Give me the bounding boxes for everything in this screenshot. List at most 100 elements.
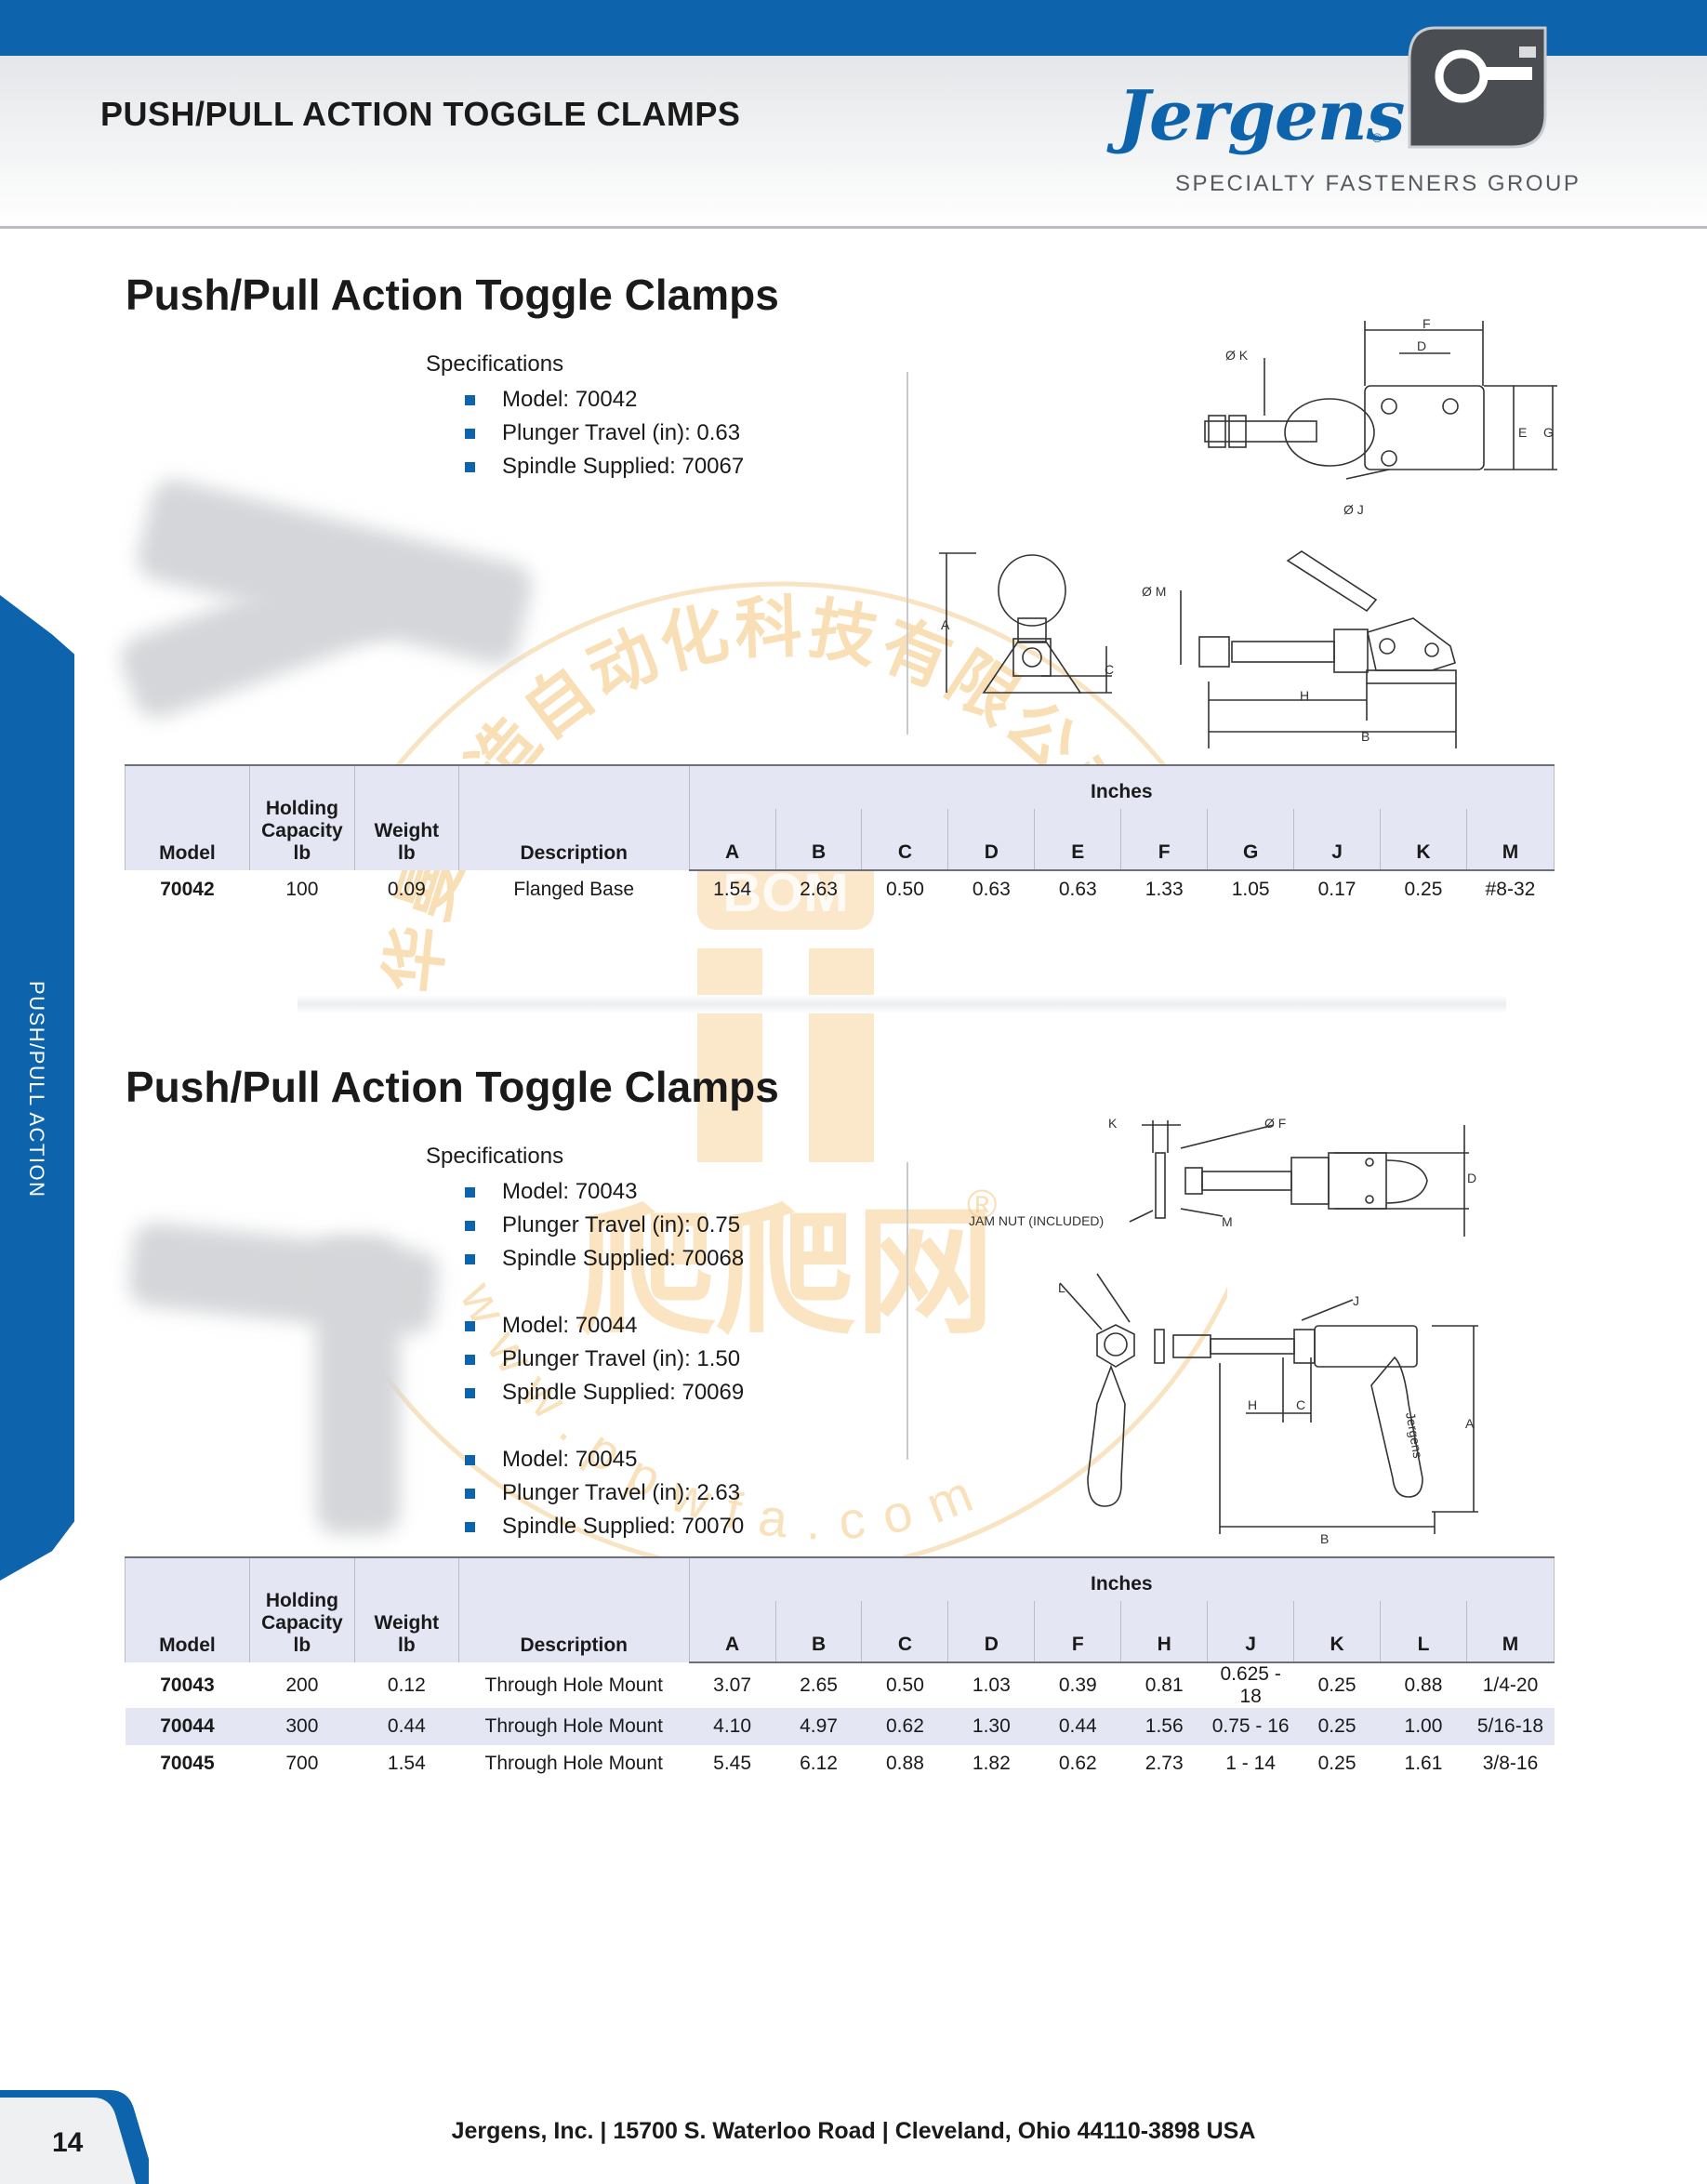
table-cell: 1.82: [972, 1753, 1011, 1774]
section2-technical-drawing: Jergens K Ø F D M JAM NUT (INCLUDED) L J…: [969, 1116, 1478, 1546]
dim-label: Ø M: [1142, 584, 1166, 599]
header-col: J: [1207, 1601, 1295, 1663]
cell-model: 70043: [160, 1674, 215, 1696]
dim-label: B: [1361, 729, 1370, 744]
bullet-icon: [465, 1455, 475, 1465]
table-cell: 0.50: [886, 879, 924, 900]
handle-brand-text: Jergens: [1403, 1411, 1425, 1460]
side-section-tab: [0, 595, 74, 1581]
table-cell: 0.09: [387, 878, 426, 900]
spec-item: Spindle Supplied: 70067: [463, 450, 744, 483]
header-col: B: [774, 809, 863, 871]
section1-spec-list: Model: 70042 Plunger Travel (in): 0.63 S…: [463, 383, 744, 483]
bullet-icon: [465, 1355, 475, 1365]
table-cell: 1.56: [1120, 1708, 1208, 1745]
header-col: E: [1034, 809, 1122, 871]
spec-item: Spindle Supplied: 70068: [463, 1242, 744, 1276]
spec-spacer: [463, 1276, 744, 1309]
dim-label: C: [1296, 1397, 1305, 1412]
logo-subtitle: SPECIALTY FASTENERS GROUP: [1175, 171, 1581, 196]
bullet-icon: [465, 1321, 475, 1331]
side-tab-label: PUSH/PULL ACTION: [25, 981, 48, 1198]
cell-model: 70044: [125, 1708, 250, 1745]
header-col: D: [947, 1601, 1036, 1663]
table-cell: 0.44: [1034, 1708, 1121, 1745]
header-col: C: [861, 809, 949, 871]
table-cell: 0.17: [1317, 879, 1356, 900]
table-cell: 0.25: [1293, 1708, 1381, 1745]
table-cell: 1.00: [1380, 1708, 1467, 1745]
header-inches-group: Inches: [688, 1556, 1555, 1601]
header-col: L: [1380, 1601, 1467, 1663]
dim-label: A: [941, 617, 950, 632]
ghost-product-image: [316, 1237, 400, 1534]
header-col: G: [1207, 809, 1295, 871]
bullet-icon: [465, 1187, 475, 1198]
table-cell: 1.03: [972, 1674, 1011, 1696]
table-cell: 0.25: [1317, 1674, 1356, 1696]
header-col: C: [861, 1601, 949, 1663]
header-divider: [0, 226, 1707, 229]
table-cell: 2.65: [800, 1674, 838, 1696]
bullet-icon: [465, 462, 475, 472]
header-description: Description: [457, 1556, 690, 1662]
table-cell: 0.625 - 18: [1220, 1663, 1281, 1707]
table-cell: 0.39: [1058, 1674, 1097, 1696]
header-col: K: [1293, 1601, 1382, 1663]
table-cell: 2.73: [1145, 1753, 1184, 1774]
section1-spec-label: Specifications: [426, 351, 564, 377]
bullet-icon: [465, 1221, 475, 1231]
page-number: 14: [52, 2127, 84, 2158]
table-cell: 0.12: [387, 1674, 426, 1696]
header-col: K: [1380, 809, 1467, 871]
table-cell: 1.54: [713, 879, 752, 900]
table-cell: 0.81: [1145, 1674, 1184, 1696]
section1-title: Push/Pull Action Toggle Clamps: [126, 271, 779, 319]
dim-label: D: [1417, 338, 1426, 353]
table-cell: 4.10: [689, 1708, 776, 1745]
section2-title: Push/Pull Action Toggle Clamps: [126, 1063, 779, 1111]
dim-label: Ø F: [1264, 1116, 1286, 1131]
table-cell: 1 - 14: [1225, 1753, 1276, 1774]
header-description: Description: [457, 764, 690, 870]
table-cell: 0.50: [886, 1674, 924, 1696]
table-cell: 4.97: [775, 1708, 862, 1745]
table-row: 70045 700 1.54 Through Hole Mount 5.45 6…: [126, 1745, 1555, 1782]
table-cell: 0.88: [886, 1753, 924, 1774]
table-cell: 5/16-18: [1466, 1708, 1555, 1745]
table-cell: 5.45: [713, 1753, 752, 1774]
section-separator: [298, 995, 1506, 1013]
dim-label: D: [1467, 1171, 1476, 1185]
header-col: F: [1034, 1601, 1122, 1663]
drawing-divider: [906, 1162, 908, 1460]
spec-item: Plunger Travel (in): 0.75: [463, 1209, 744, 1242]
bullet-icon: [465, 1489, 475, 1499]
table-cell: 1.30: [947, 1708, 1035, 1745]
header-col: M: [1465, 1601, 1555, 1663]
table-cell: 0.44: [354, 1708, 459, 1745]
table-cell: 200: [285, 1674, 319, 1696]
spec-item: Plunger Travel (in): 0.63: [463, 417, 744, 450]
table-cell: 2.63: [800, 879, 838, 900]
table-cell: 1/4-20: [1482, 1674, 1539, 1696]
dim-label: C: [1105, 662, 1114, 677]
table-cell: 3.07: [713, 1674, 752, 1696]
cell-model: 70045: [160, 1753, 215, 1774]
table-cell: 0.63: [972, 879, 1011, 900]
header-inches-group: Inches: [688, 764, 1555, 809]
table-cell: Through Hole Mount: [458, 1708, 690, 1745]
dim-label: G: [1543, 425, 1554, 440]
table-row: 70044 300 0.44 Through Hole Mount 4.10 4…: [125, 1708, 1555, 1745]
table-cell: 1.33: [1145, 879, 1184, 900]
spec-item: Model: 70043: [463, 1175, 744, 1209]
spec-item: Plunger Travel (in): 1.50: [463, 1343, 744, 1376]
page-number-tab: [0, 2090, 149, 2184]
header-col: M: [1465, 809, 1555, 871]
drawing-divider: [906, 372, 908, 735]
header-col: J: [1293, 809, 1382, 871]
table-cell: 1.05: [1231, 879, 1270, 900]
table-cell: 0.25: [1317, 1753, 1356, 1774]
dim-label: JAM NUT (INCLUDED): [969, 1213, 1104, 1228]
bullet-icon: [465, 429, 475, 439]
